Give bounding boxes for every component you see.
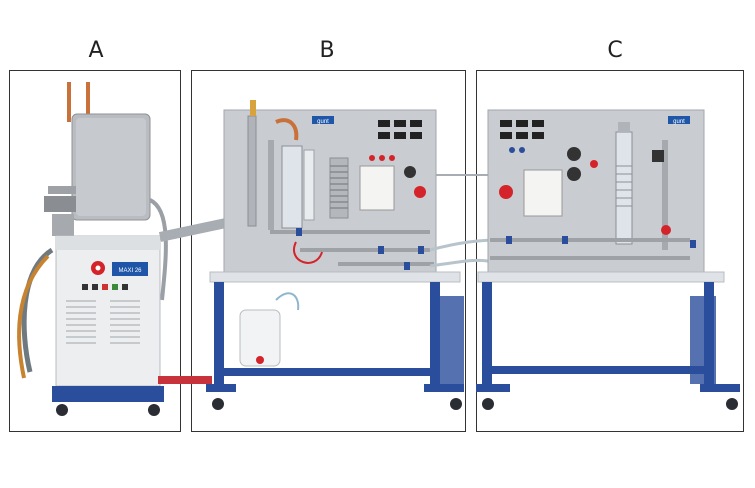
unit-c-panel: gunt xyxy=(476,109,740,410)
generator-body xyxy=(55,235,161,387)
section-label-c: C xyxy=(607,38,623,63)
logo-text: MAXI 26 xyxy=(118,268,142,274)
schematic-card xyxy=(359,165,395,211)
brand-b: gunt xyxy=(317,119,329,125)
emergency-stop-icon xyxy=(414,186,426,198)
generator-base xyxy=(52,386,164,402)
section-label-a: A xyxy=(88,38,104,63)
logo-badge xyxy=(112,262,148,276)
frame-c xyxy=(476,70,744,432)
schematic-card-c xyxy=(523,169,563,217)
unit-b-panel: gunt xyxy=(206,100,464,410)
section-label-b: B xyxy=(319,38,335,63)
water-canister xyxy=(239,309,281,367)
emergency-stop-icon-c xyxy=(499,185,513,199)
unit-a-steam-generator: MAXI 26 xyxy=(17,82,168,416)
brand-c: gunt xyxy=(673,119,685,125)
frame-a xyxy=(9,70,181,432)
frame-b xyxy=(191,70,466,432)
